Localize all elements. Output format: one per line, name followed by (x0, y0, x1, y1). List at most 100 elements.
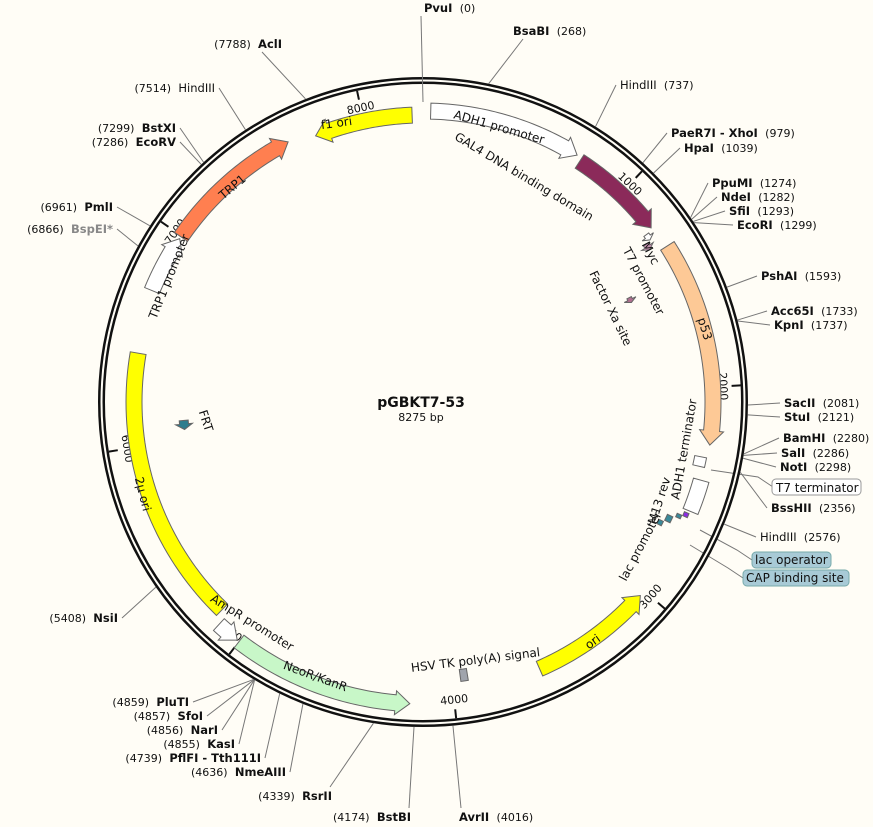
enzyme-leader-line (452, 725, 462, 809)
enzyme-position: (6961) (40, 201, 77, 214)
enzyme-site-pflfi-tth111i[interactable]: (4739) PflFI - Tth111I (125, 751, 261, 765)
enzyme-site-kasi[interactable]: (4855) KasI (163, 737, 235, 751)
enzyme-site-sfii[interactable]: SfiI (1293) (729, 204, 794, 218)
enzyme-leader-line (724, 523, 757, 538)
enzyme-site-nsii[interactable]: (5408) NsiI (49, 611, 118, 625)
enzyme-position: (2576) (804, 531, 841, 544)
enzyme-site-sacii[interactable]: SacII (2081) (784, 396, 859, 410)
enzyme-site-avrii[interactable]: AvrII (4016) (459, 810, 533, 824)
enzyme-site-nmeaiii[interactable]: (4636) NmeAIII (191, 765, 286, 779)
feature-label-hsv-tk[interactable]: HSV TK poly(A) signal (410, 645, 541, 675)
enzyme-site-bspei[interactable]: (6866) BspEI* (27, 222, 113, 236)
feature-trp1[interactable] (173, 137, 289, 243)
enzyme-site-ecori[interactable]: EcoRI (1299) (737, 218, 817, 232)
feature-myc[interactable] (641, 232, 654, 242)
enzyme-site-acli[interactable]: (7788) AclI (214, 37, 282, 51)
enzyme-site-hindiii[interactable]: HindIII (2576) (760, 530, 841, 544)
feature-adh1-promoter[interactable] (430, 102, 578, 159)
enzyme-leader-line (693, 210, 726, 222)
enzyme-site-pmli[interactable]: (6961) PmlI (40, 200, 113, 214)
feature-p53[interactable] (659, 240, 725, 446)
enzyme-site-ppumi[interactable]: PpuMI (1274) (712, 176, 796, 190)
enzyme-leader-line (179, 127, 205, 163)
enzyme-site-pshai[interactable]: PshAI (1593) (761, 269, 841, 283)
enzyme-site-ecorv[interactable]: (7286) EcoRV (92, 135, 176, 149)
enzyme-site-bstxi[interactable]: (7299) BstXI (98, 121, 176, 135)
feature-2-ori[interactable] (125, 351, 229, 617)
enzyme-leader-line (206, 679, 255, 717)
feature-lac-promoter[interactable] (663, 513, 674, 524)
enzyme-site-sfoi[interactable]: (4857) SfoI (134, 709, 203, 723)
feature-label-gal4[interactable]: GAL4 DNA binding domain (452, 130, 596, 224)
enzyme-site-hpai[interactable]: HpaI (1039) (684, 141, 758, 155)
enzyme-leader-line (329, 722, 374, 788)
feature-m13-rev[interactable] (682, 511, 690, 519)
feature-ampr-promoter[interactable] (212, 617, 238, 641)
cap-binding-label-box (742, 569, 850, 587)
enzyme-site-bamhi[interactable]: BamHI (2280) (783, 431, 869, 445)
enzyme-site-nari[interactable]: (4856) NarI (147, 723, 218, 737)
feature-frt[interactable] (173, 419, 195, 431)
enzyme-name: SalI (781, 446, 805, 460)
feature-cap-binding-site[interactable] (656, 518, 665, 527)
enzyme-leader-line (747, 414, 781, 418)
enzyme-site-ndei[interactable]: NdeI (1282) (721, 190, 795, 204)
enzyme-site-hindiii[interactable]: (7514) HindIII (135, 81, 216, 95)
feature-label-f1-ori[interactable]: f1 ori (320, 114, 353, 132)
enzyme-site-noti[interactable]: NotI (2298) (780, 460, 851, 474)
enzyme-position: (4859) (112, 696, 149, 709)
feature-factor-xa-site[interactable] (624, 295, 637, 303)
enzyme-position: (4339) (258, 790, 295, 803)
feature-lac-operator[interactable] (675, 512, 683, 520)
enzyme-site-stui[interactable]: StuI (2121) (784, 410, 854, 424)
enzyme-site-bstbi[interactable]: (4174) BstBI (333, 810, 411, 824)
feature-label-cap-binding-site[interactable]: CAP binding site (746, 571, 844, 585)
feature-label-factor-xa[interactable]: Factor Xa site (586, 269, 634, 348)
enzyme-position: (7788) (214, 38, 251, 51)
enzyme-site-kpni[interactable]: KpnI (1737) (774, 318, 848, 332)
enzyme-position: (2280) (833, 432, 870, 445)
enzyme-name: NmeAIII (235, 765, 286, 779)
enzyme-leader-line (642, 132, 668, 164)
feature-gal4-dna-binding-domain[interactable] (574, 154, 652, 229)
feature-hsv-tk-poly-a-signal[interactable] (458, 667, 469, 683)
enzyme-leader-line (238, 679, 256, 745)
feature-t7-terminator[interactable] (692, 454, 708, 469)
enzyme-position: (2121) (818, 411, 855, 424)
feature-leader-line (710, 469, 774, 488)
feature-f1-ori[interactable] (314, 106, 413, 143)
feature-neor-kanr[interactable] (233, 634, 411, 716)
enzyme-position: (4016) (497, 811, 534, 824)
feature-t7-promoter[interactable] (639, 241, 655, 252)
enzyme-position: (737) (664, 79, 694, 92)
enzyme-leader-line (694, 222, 734, 226)
enzyme-name: EcoRV (136, 135, 176, 149)
feature-adh1-terminator[interactable] (682, 477, 710, 516)
enzyme-site-acc65i[interactable]: Acc65I (1733) (771, 304, 858, 318)
feature-label-lac-promoter[interactable]: lac promoter (616, 509, 664, 583)
enzyme-leader-line (218, 87, 246, 131)
enzyme-site-hindiii[interactable]: HindIII (737) (620, 78, 694, 92)
enzyme-leader-line (691, 196, 718, 220)
enzyme-site-pvui[interactable]: PvuI (0) (424, 1, 475, 15)
enzyme-name: Acc65I (771, 304, 814, 318)
enzyme-position: (1737) (811, 319, 848, 332)
feature-trp1-promoter[interactable] (143, 238, 183, 295)
enzyme-site-bsabi[interactable]: BsaBI (268) (513, 24, 586, 38)
feature-ori[interactable] (535, 594, 641, 677)
enzyme-site-bsshii[interactable]: BssHII (2356) (771, 501, 856, 515)
enzyme-leader-line (408, 726, 415, 809)
feature-label-t7-terminator[interactable]: T7 terminator (775, 481, 859, 495)
enzyme-name: PluTI (156, 695, 189, 709)
enzyme-position: (2286) (813, 447, 850, 460)
feature-label-p53[interactable]: p53 (695, 316, 715, 342)
enzyme-position: (2081) (823, 397, 860, 410)
enzyme-site-paer7i-xhoi[interactable]: PaeR7I - XhoI (979) (671, 126, 795, 140)
feature-label-frt[interactable]: FRT (196, 408, 216, 434)
enzyme-site-pluti[interactable]: (4859) PluTI (112, 695, 189, 709)
feature-label-lac-operator[interactable]: lac operator (755, 553, 828, 567)
enzyme-site-sali[interactable]: SalI (2286) (781, 446, 849, 460)
enzyme-position: (6866) (27, 223, 64, 236)
enzyme-name: PflFI - Tth111I (169, 751, 261, 765)
enzyme-site-rsrii[interactable]: (4339) RsrII (258, 789, 332, 803)
